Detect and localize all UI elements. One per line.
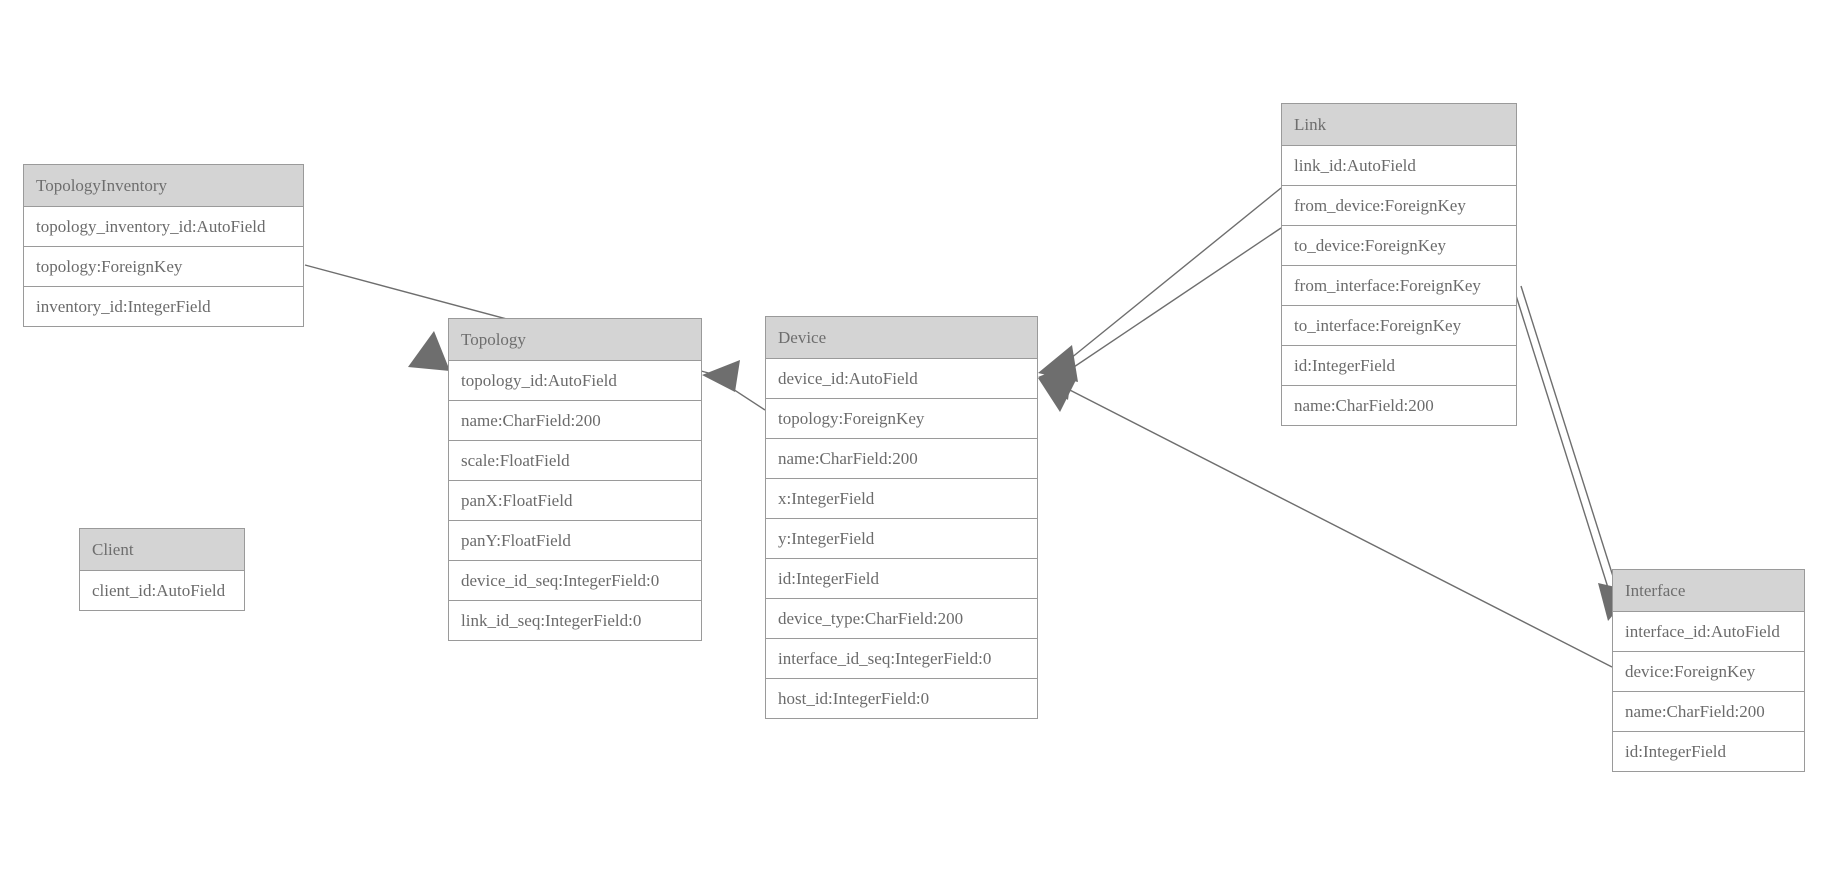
entity-field[interactable]: device:ForeignKey	[1613, 652, 1804, 692]
entity-field[interactable]: id:IntegerField	[1613, 732, 1804, 771]
entity-field[interactable]: name:CharField:200	[766, 439, 1037, 479]
entity-device[interactable]: Device device_id:AutoField topology:Fore…	[765, 316, 1038, 719]
entity-field[interactable]: topology:ForeignKey	[24, 247, 303, 287]
entity-title: Device	[766, 317, 1037, 359]
entity-field[interactable]: name:CharField:200	[1613, 692, 1804, 732]
entity-field[interactable]: scale:FloatField	[449, 441, 701, 481]
entity-title: TopologyInventory	[24, 165, 303, 207]
entity-field[interactable]: panX:FloatField	[449, 481, 701, 521]
entity-field[interactable]: link_id_seq:IntegerField:0	[449, 601, 701, 640]
entity-interface[interactable]: Interface interface_id:AutoField device:…	[1612, 569, 1805, 772]
entity-field[interactable]: interface_id_seq:IntegerField:0	[766, 639, 1037, 679]
entity-field[interactable]: topology:ForeignKey	[766, 399, 1037, 439]
edge-device-topology	[702, 360, 766, 411]
entity-field[interactable]: device_type:CharField:200	[766, 599, 1037, 639]
entity-title: Link	[1282, 104, 1516, 146]
entity-field[interactable]: to_interface:ForeignKey	[1282, 306, 1516, 346]
entity-field[interactable]: topology_inventory_id:AutoField	[24, 207, 303, 247]
entity-field[interactable]: id:IntegerField	[766, 559, 1037, 599]
entity-topology[interactable]: Topology topology_id:AutoField name:Char…	[448, 318, 702, 641]
entity-client[interactable]: Client client_id:AutoField	[79, 528, 245, 611]
entity-field[interactable]: device_id_seq:IntegerField:0	[449, 561, 701, 601]
entity-field[interactable]: host_id:IntegerField:0	[766, 679, 1037, 718]
entity-title: Client	[80, 529, 244, 571]
entity-link[interactable]: Link link_id:AutoField from_device:Forei…	[1281, 103, 1517, 426]
edge-link-from-device	[1038, 187, 1282, 382]
entity-field[interactable]: inventory_id:IntegerField	[24, 287, 303, 326]
entity-title: Topology	[449, 319, 701, 361]
entity-field[interactable]: y:IntegerField	[766, 519, 1037, 559]
entity-field[interactable]: to_device:ForeignKey	[1282, 226, 1516, 266]
entity-field[interactable]: x:IntegerField	[766, 479, 1037, 519]
entity-field[interactable]: interface_id:AutoField	[1613, 612, 1804, 652]
edge-link-to-device	[1038, 227, 1282, 400]
entity-field[interactable]: link_id:AutoField	[1282, 146, 1516, 186]
entity-field[interactable]: client_id:AutoField	[80, 571, 244, 610]
entity-field[interactable]: from_device:ForeignKey	[1282, 186, 1516, 226]
entity-topologyinventory[interactable]: TopologyInventory topology_inventory_id:…	[23, 164, 304, 327]
entity-field[interactable]: name:CharField:200	[1282, 386, 1516, 425]
entity-field[interactable]: panY:FloatField	[449, 521, 701, 561]
entity-field[interactable]: id:IntegerField	[1282, 346, 1516, 386]
entity-field[interactable]: from_interface:ForeignKey	[1282, 266, 1516, 306]
entity-field[interactable]: topology_id:AutoField	[449, 361, 701, 401]
edge-link-from-interface	[1512, 285, 1616, 611]
entity-title: Interface	[1613, 570, 1804, 612]
entity-field[interactable]: name:CharField:200	[449, 401, 701, 441]
entity-field[interactable]: device_id:AutoField	[766, 359, 1037, 399]
